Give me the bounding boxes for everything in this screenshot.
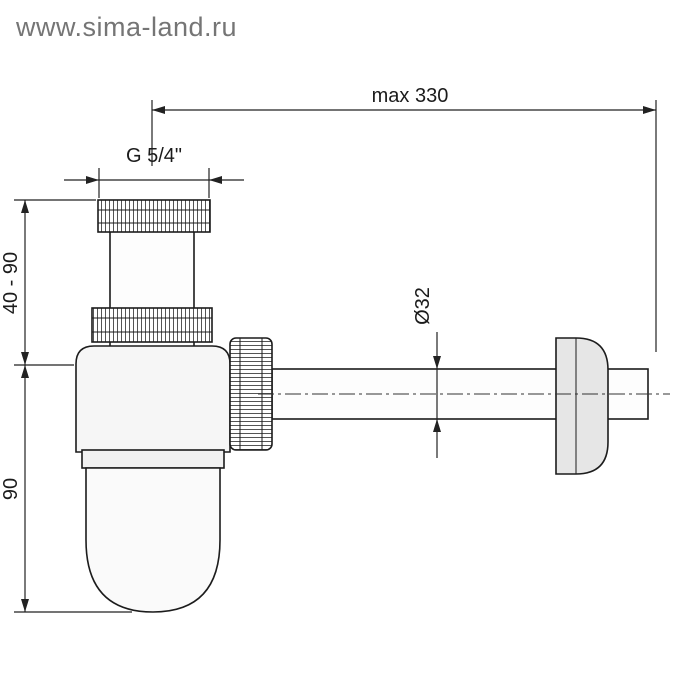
- dim-max-width: max 330: [151, 85, 657, 352]
- dim-heights: 40 - 90 90: [0, 199, 132, 613]
- arrowhead-bottom: [433, 419, 441, 432]
- lower-coupling-nut: [91, 307, 213, 343]
- arrowhead-middle-down: [21, 352, 29, 365]
- dim-label-max-width: max 330: [372, 85, 449, 107]
- top-coupling-nut: [97, 199, 211, 233]
- wall-flange: [555, 337, 609, 475]
- dim-pipe-diameter: Ø32: [412, 287, 441, 458]
- dim-label-adjustable-height: 40 - 90: [0, 252, 22, 314]
- dim-label-pipe-diameter: Ø32: [412, 287, 434, 325]
- arrowhead-right: [209, 176, 222, 184]
- arrowhead-left: [152, 106, 165, 114]
- dim-thread: G 5/4": [64, 145, 244, 198]
- arrowhead-middle-up: [21, 365, 29, 378]
- dim-label-thread: G 5/4": [126, 145, 182, 167]
- watermark-text: www.sima-land.ru: [16, 12, 238, 42]
- dim-label-cup-height: 90: [0, 478, 22, 500]
- arrowhead-top: [433, 356, 441, 369]
- arrowhead-left: [86, 176, 99, 184]
- arrowhead-bottom-down: [21, 599, 29, 612]
- arrowhead-top-up: [21, 200, 29, 213]
- trap-body: [75, 345, 231, 453]
- trap-cup: [85, 467, 221, 613]
- arrowhead-right: [643, 106, 656, 114]
- trap-assembly: [75, 199, 670, 613]
- cup-rim: [81, 449, 225, 469]
